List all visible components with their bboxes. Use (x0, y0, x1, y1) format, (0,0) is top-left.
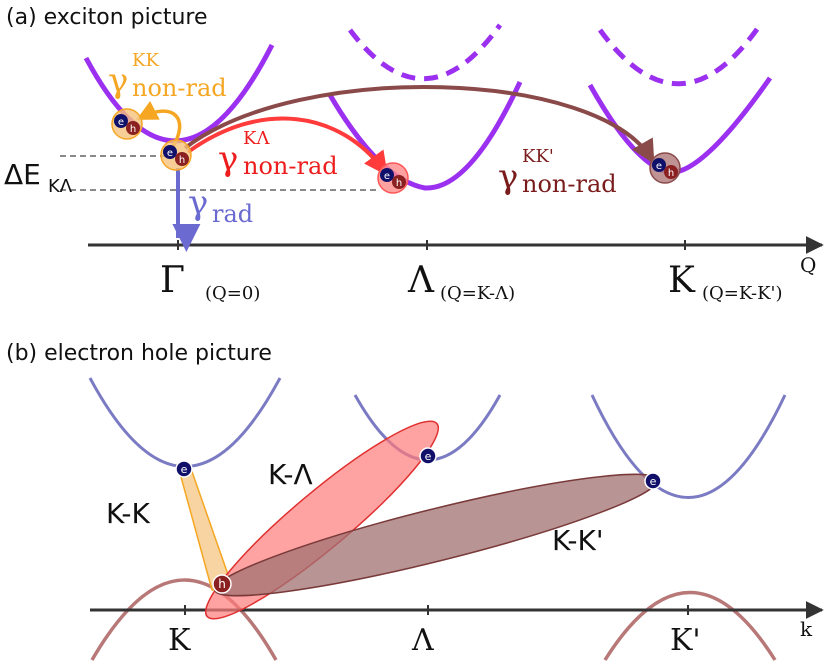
label-gamma-rad: γ rad (188, 183, 253, 228)
tick-label-k-prime: K' (670, 623, 701, 658)
electron-k-prime: e (644, 472, 662, 490)
gamma-kl-sub: non-rad (243, 152, 338, 180)
label-kk-prime: K-K' (552, 524, 604, 557)
tick-label-k: K (Q=K-K') (668, 260, 783, 304)
gamma-symbol: γ (188, 183, 208, 223)
pair-ellipse-kk (177, 465, 233, 591)
gamma-kkp-sub: non-rad (522, 170, 617, 198)
exciton-band-lambda-upper (348, 23, 503, 82)
valence-band-k (90, 578, 278, 661)
label-gamma-kk: γ KK non-rad (108, 50, 227, 102)
gamma-kl-sup: KΛ (243, 128, 270, 149)
tick-label-gamma: Γ (Q=0) (160, 260, 260, 304)
conduction-band-k-prime (590, 394, 787, 499)
k-axis-label: k (800, 617, 813, 641)
panel-a: (a) exciton picture e h e (4, 5, 824, 304)
electron-glyph: e (167, 148, 173, 159)
tick-k-text: K (668, 260, 696, 301)
electron-lambda: e (419, 447, 437, 465)
tick-k-sub: (Q=K-K') (702, 283, 783, 304)
panel-b-title: (b) electron hole picture (6, 341, 272, 366)
q-axis-label: Q (800, 253, 816, 277)
panel-b: (b) electron hole picture e e e (6, 341, 824, 661)
tick-gamma-text: Γ (160, 260, 185, 301)
hole-glyph: h (179, 155, 185, 166)
panel-a-title: (a) exciton picture (6, 5, 208, 30)
exciton-upper-left: e h (111, 108, 143, 140)
tick-label-lambda: Λ (411, 623, 434, 658)
label-gamma-kl: γ KΛ non-rad (218, 128, 338, 180)
valence-band-k-prime (603, 590, 777, 661)
hole-glyph: h (668, 168, 674, 179)
electron-glyph: e (118, 117, 124, 128)
tick-gamma-sub: (Q=0) (205, 283, 260, 304)
gamma-kk-sup: KK (132, 50, 159, 71)
exciton-band-k-upper (597, 23, 763, 87)
electron-glyph: e (656, 161, 662, 172)
gamma-symbol: γ (108, 61, 128, 101)
gamma-symbol: γ (218, 139, 238, 179)
exciton-k-prime: e h (649, 152, 681, 184)
electron-glyph: e (384, 171, 390, 182)
electron-glyph: e (650, 475, 657, 488)
exciton-lambda: e h (377, 162, 409, 194)
exciton-band-lambda (327, 80, 523, 191)
conduction-band-k (88, 377, 282, 468)
delta-e-sub: KΛ (48, 176, 73, 197)
gamma-kkp-sup: KK' (522, 146, 554, 167)
tick-lambda-sub: (Q=K-Λ) (440, 283, 515, 304)
label-kk: K-K (106, 497, 151, 530)
label-gamma-kkp: γ KK' non-rad (498, 146, 617, 198)
label-k-lambda: K-Λ (268, 458, 313, 491)
hole-k: h (212, 574, 232, 594)
delta-e-symbol: ΔE (4, 158, 41, 191)
arrow-k-lambda (186, 116, 388, 176)
gamma-kk-sub: non-rad (132, 74, 227, 102)
exciton-gamma: e h (160, 139, 192, 171)
tick-label-lambda: Λ (Q=K-Λ) (407, 260, 515, 304)
label-delta-e: ΔE KΛ (4, 158, 73, 197)
hole-glyph: h (396, 178, 402, 189)
arrow-kk-prime (183, 85, 655, 165)
electron-k: e (175, 460, 193, 478)
electron-glyph: e (425, 450, 432, 463)
electron-glyph: e (181, 463, 188, 476)
gamma-rad-sub: rad (212, 200, 253, 228)
gamma-symbol: γ (498, 157, 518, 197)
tick-lambda-text: Λ (407, 260, 435, 301)
hole-glyph: h (130, 124, 136, 135)
tick-label-k: K (168, 623, 191, 658)
hole-glyph: h (218, 577, 226, 591)
